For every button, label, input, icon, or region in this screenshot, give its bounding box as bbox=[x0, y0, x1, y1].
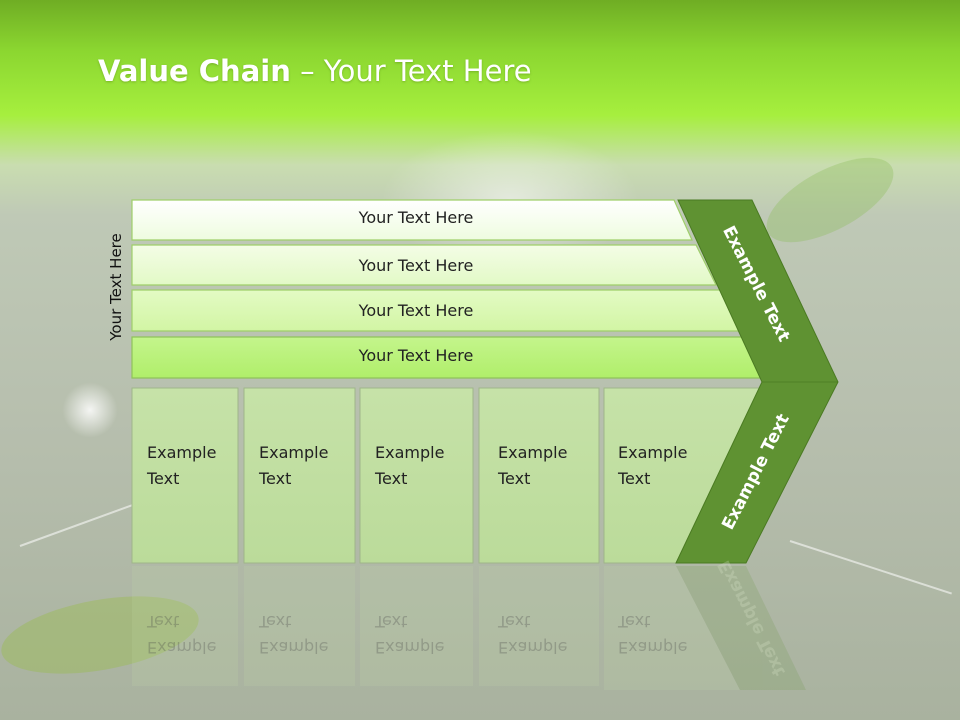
example-box-label-line2: Text bbox=[147, 469, 180, 488]
example-box-label-line1: Example bbox=[618, 443, 688, 462]
example-box-label-line1: Example bbox=[498, 443, 568, 462]
value-bar-1 bbox=[131, 199, 693, 241]
example-box-label-line2: Text bbox=[259, 469, 292, 488]
slide-title: Value Chain – Your Text Here bbox=[98, 54, 532, 88]
example-box-1 bbox=[131, 387, 239, 564]
example-box-4 bbox=[478, 387, 600, 564]
example-box-label-line2: Text bbox=[375, 469, 408, 488]
example-box-label-line1: Example bbox=[147, 443, 217, 462]
example-box-label-line1: Example bbox=[259, 443, 329, 462]
value-bar-label-1: Your Text Here bbox=[358, 208, 474, 227]
value-bar-label-2: Your Text Here bbox=[358, 256, 474, 275]
value-bar-label-3: Your Text Here bbox=[358, 301, 474, 320]
example-box-label-line2: Text bbox=[498, 469, 531, 488]
slide-title-rest: – Your Text Here bbox=[290, 54, 532, 88]
value-bar-2 bbox=[131, 244, 717, 286]
example-box-2 bbox=[243, 387, 356, 564]
example-box-3 bbox=[359, 387, 474, 564]
diagram-reflection bbox=[132, 566, 806, 690]
slide-title-bold: Value Chain bbox=[98, 54, 291, 88]
example-box-label-line2: Text bbox=[618, 469, 651, 488]
example-box-label-line1: Example bbox=[375, 443, 445, 462]
value-bar-label-4: Your Text Here bbox=[358, 346, 474, 365]
